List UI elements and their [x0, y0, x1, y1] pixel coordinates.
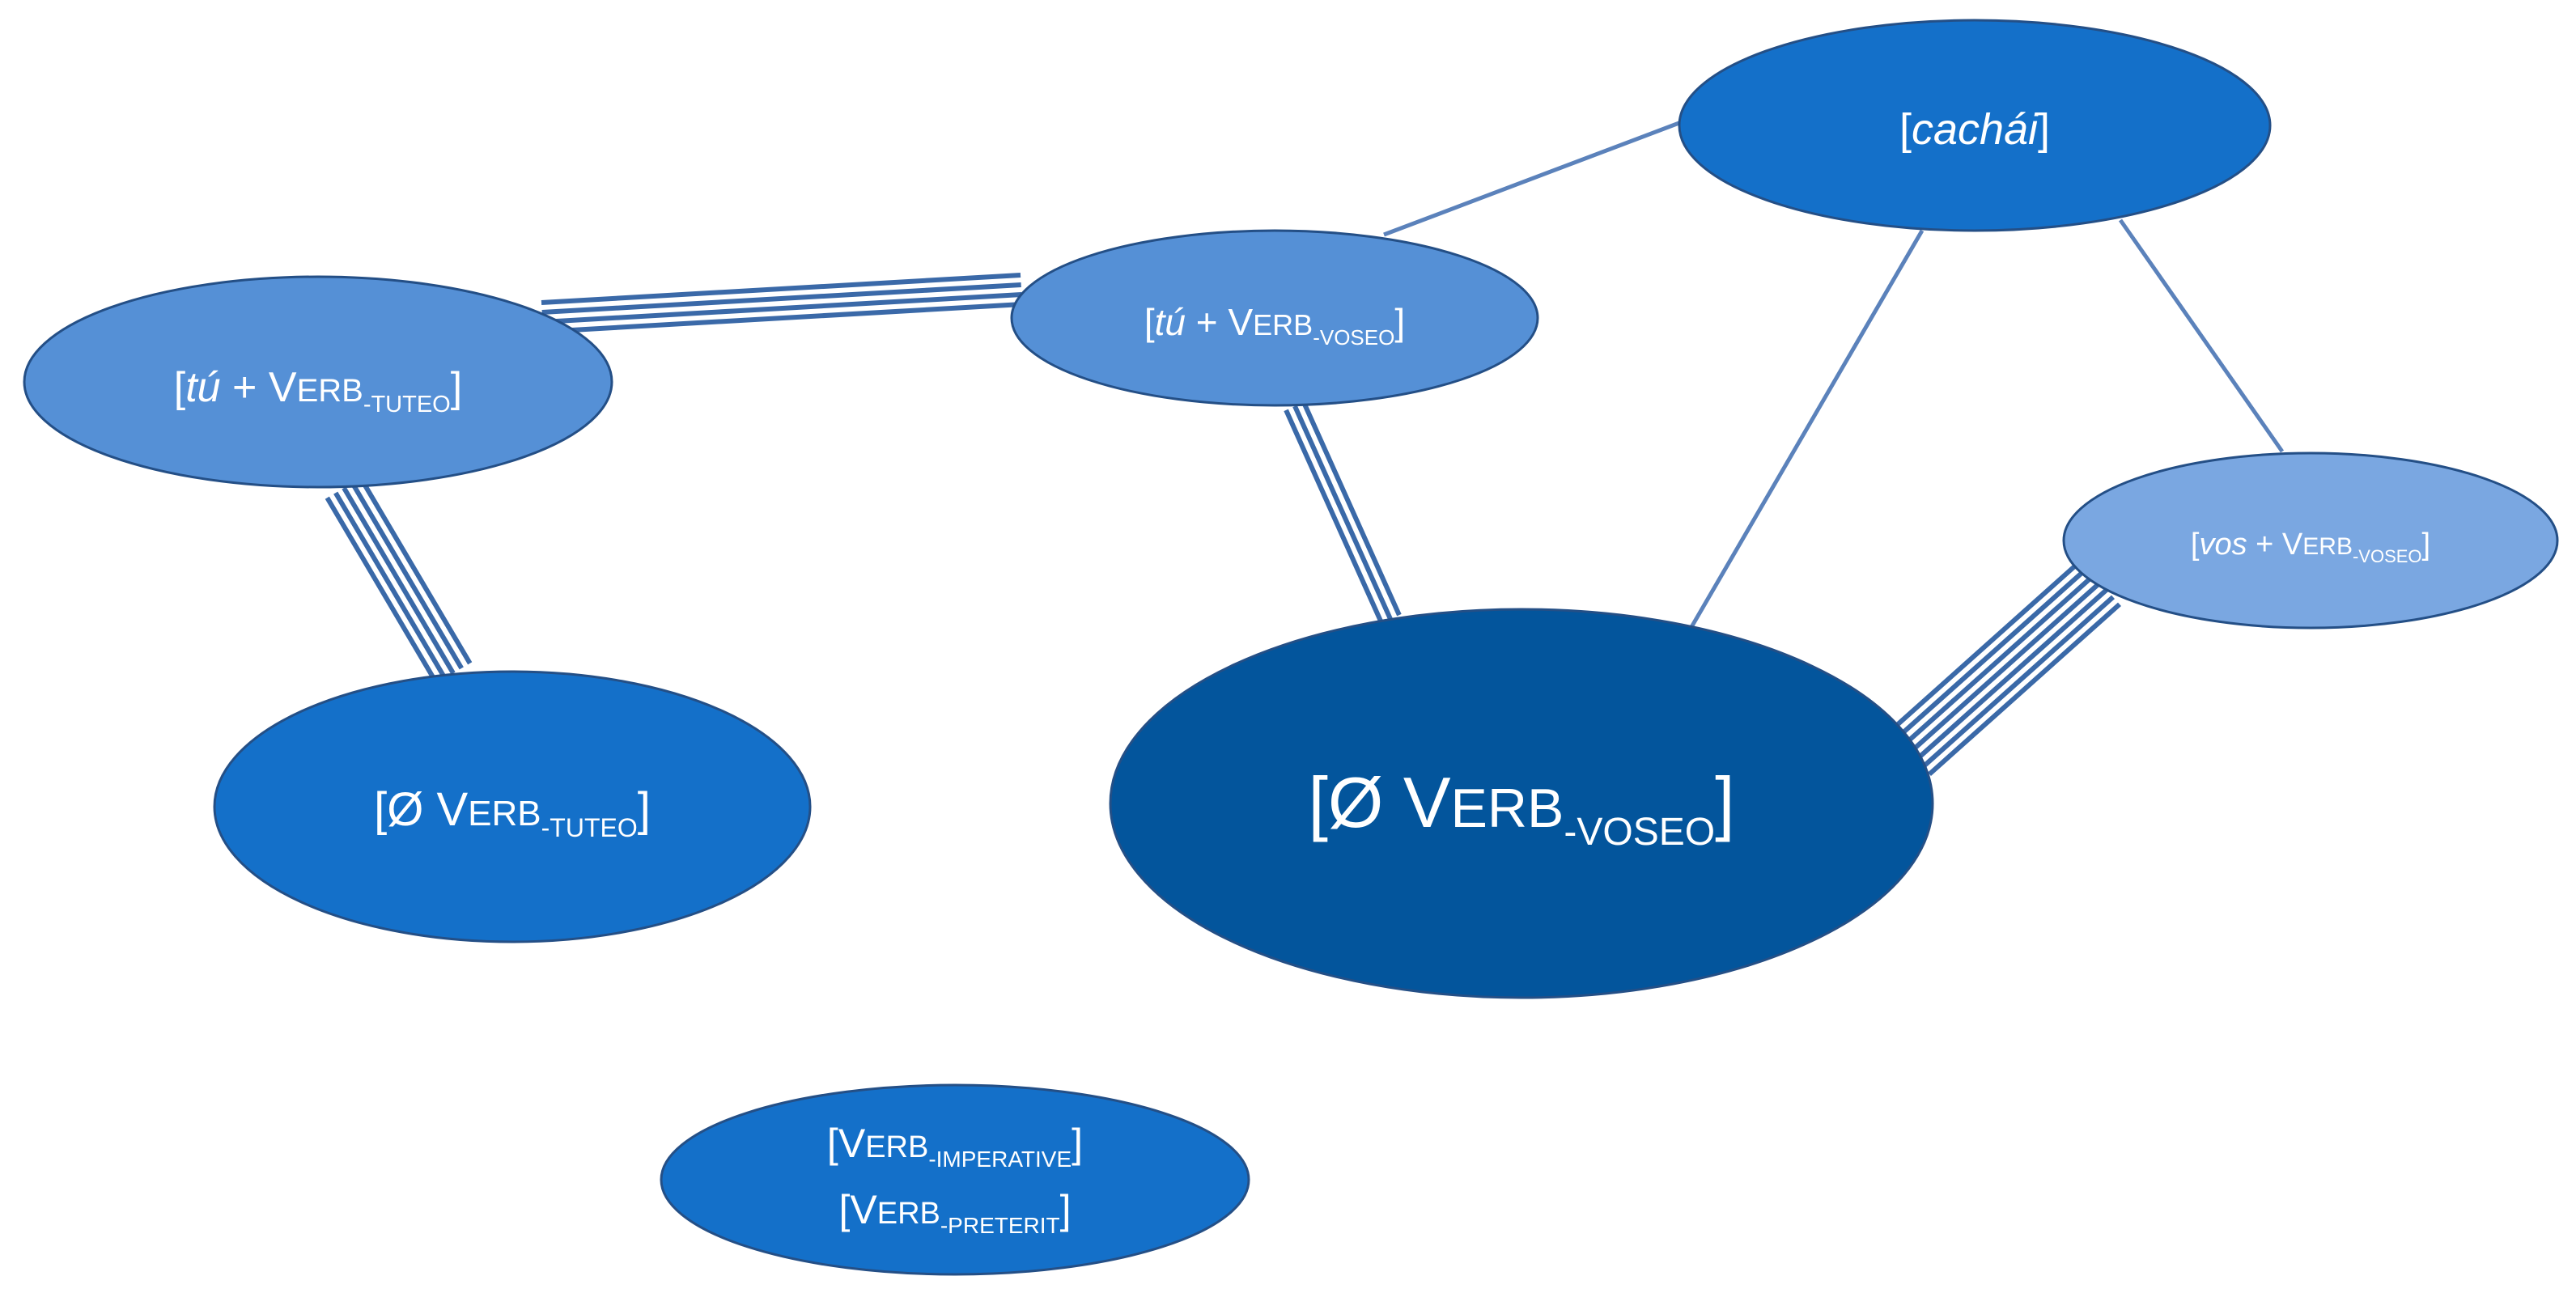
edge-line	[541, 282, 1021, 315]
node-tu-verb-tuteo-label: [tú + VERB-TUTEO]	[174, 364, 462, 418]
edge-line	[542, 302, 1023, 334]
edge-line	[1895, 566, 2089, 740]
edge-cachai-to-vos-verb-voseo	[2118, 218, 2285, 453]
edges-layer	[325, 119, 2285, 777]
node-verb-imperative-preterit-ellipse	[660, 1083, 1250, 1276]
edge-tu-verb-voseo-to-cachai	[1383, 119, 1684, 237]
node-tu-verb-voseo-ellipse	[1010, 229, 1539, 407]
edge-line	[350, 481, 464, 670]
edge-line	[1902, 573, 2095, 748]
node-vos-verb-voseo-label: [vos + VERB-VOSEO]	[2191, 528, 2430, 566]
node-cachai-ellipse	[1678, 19, 2272, 232]
edge-line	[1689, 229, 1925, 629]
edge-line	[359, 477, 473, 665]
node-cachai: [cachái]	[1678, 19, 2272, 232]
edge-line	[2118, 218, 2285, 453]
node-verb-imperative-label: [VERB-IMPERATIVE]	[827, 1121, 1083, 1172]
node-vos-verb-voseo-ellipse	[2062, 451, 2559, 630]
edge-tu-verb-tuteo-to-null-verb-tuteo	[325, 477, 473, 685]
node-null-verb-voseo: [Ø VERB-VOSEO]	[1109, 608, 1934, 999]
edge-line	[1915, 587, 2108, 762]
edge-line	[1301, 401, 1402, 617]
node-verb-imperative-preterit: [VERB-IMPERATIVE] [VERB-PRETERIT]	[660, 1083, 1250, 1276]
node-null-verb-tuteo-ellipse	[213, 670, 812, 943]
node-null-verb-tuteo: [Ø VERB-TUTEO]	[213, 670, 812, 943]
edge-tu-verb-tuteo-to-tu-verb-voseo	[541, 273, 1023, 334]
node-null-verb-voseo-label: [Ø VERB-VOSEO]	[1308, 762, 1734, 854]
node-tu-verb-voseo: [tú + VERB-VOSEO]	[1010, 229, 1539, 407]
edge-line	[325, 496, 439, 685]
node-tu-verb-tuteo-ellipse	[23, 275, 613, 489]
edge-line	[1921, 595, 2115, 769]
node-tu-verb-voseo-label: [tú + VERB-VOSEO]	[1144, 301, 1405, 350]
node-vos-verb-voseo: [vos + VERB-VOSEO]	[2062, 451, 2559, 630]
edge-line	[1383, 119, 1684, 237]
edge-vos-verb-voseo-to-null-verb-voseo	[1889, 558, 2121, 777]
edge-line	[333, 491, 448, 680]
node-cachai-label: [cachái]	[1899, 105, 2050, 154]
edge-cachai-to-null-verb-voseo	[1689, 229, 1925, 629]
edge-line	[541, 273, 1021, 305]
edge-tu-verb-voseo-to-null-verb-voseo	[1284, 401, 1402, 625]
edge-line	[1889, 558, 2082, 733]
edge-line	[1908, 580, 2102, 755]
node-tu-verb-tuteo: [tú + VERB-TUTEO]	[23, 275, 613, 489]
edge-line	[1292, 405, 1393, 621]
edge-line	[342, 486, 456, 675]
edge-line	[1928, 602, 2121, 777]
edge-line	[1284, 409, 1384, 625]
nodes-layer: [cachái] [tú + VERB-VOSEO] [tú + VERB-TU…	[23, 19, 2559, 1276]
node-verb-preterit-label: [VERB-PRETERIT]	[838, 1187, 1071, 1238]
node-null-verb-voseo-ellipse	[1109, 608, 1934, 999]
edge-line	[542, 292, 1022, 324]
node-null-verb-tuteo-label: [Ø VERB-TUTEO]	[374, 783, 651, 842]
